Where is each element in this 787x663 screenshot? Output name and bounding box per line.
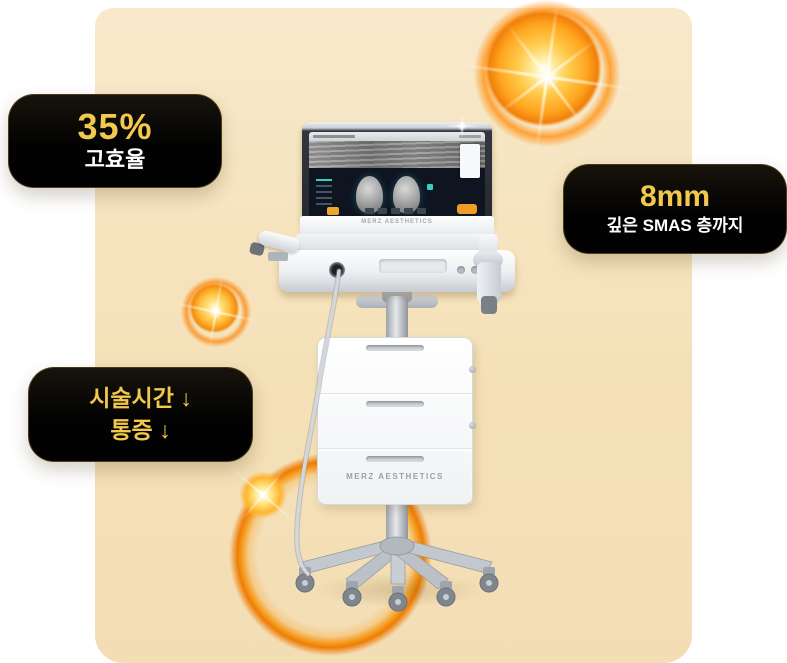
badge-depth: 8mm 깊은 SMAS 층까지 [563,164,787,254]
device-brand-label: MERZ AESTHETICS [361,219,433,225]
screen-button [417,208,426,214]
sparkle-core [457,121,467,131]
drawer-screw [469,366,476,373]
screen-button [378,208,387,214]
sparkle-core [257,489,269,501]
sparkle-core [209,305,223,319]
floor-shadow [282,566,517,614]
drawer-brand-label: MERZ AESTHETICS [346,472,444,482]
deck-button [471,266,479,274]
drawer-handle [366,345,424,351]
sparkle-left-icon [170,272,262,352]
deck-button [457,266,465,274]
badge-efficiency-label: 고효율 [84,147,146,173]
transducer-cartridge [481,296,497,314]
ultrasound-image [309,141,485,168]
device-screen [309,132,485,221]
drawer [318,338,472,393]
monitor-sparkle-icon [444,108,480,144]
deck-tray [379,259,447,273]
console-body [296,234,498,254]
badge-benefit-line2: 통증 ↓ [110,416,171,443]
badge-efficiency-value: 35% [77,106,153,148]
badge-depth-value: 8mm [639,180,711,214]
screen-side-panel [460,144,480,178]
screen-menu-item [316,185,332,187]
screen-menu-item [316,203,332,205]
face-scan-left [356,176,383,213]
badge-depth-label: 깊은 SMAS 층까지 [606,216,744,236]
screen-button [391,208,400,214]
handpiece-port [329,262,345,278]
screen-button [365,208,374,214]
screen-menu-item [316,191,332,193]
badge-benefits: 시술시간 ↓ 통증 ↓ [28,367,253,462]
console-hinge: MERZ AESTHETICS [300,216,494,236]
screen-indicator [427,184,433,190]
sparkle-core [534,64,560,90]
drawer [318,392,472,449]
handpiece-clip [268,252,288,261]
screen-topbar [309,132,485,141]
badge-efficiency: 35% 고효율 [8,94,222,188]
screen-button-orange [457,204,477,214]
screen-menu-item [316,197,332,199]
drawer-handle [366,456,424,463]
screen-button [404,208,413,214]
drawer-screw [469,422,476,429]
drawer-cabinet: MERZ AESTHETICS [317,337,476,505]
device-monitor [302,122,492,230]
ring-sparkle-icon [229,463,297,527]
face-scan-right [393,176,420,213]
screen-menu-item [316,179,332,181]
badge-benefit-line1: 시술시간 ↓ [89,385,192,412]
screen-button-amber [327,207,339,215]
drawer-handle [366,400,424,407]
drawer: MERZ AESTHETICS [318,448,472,504]
